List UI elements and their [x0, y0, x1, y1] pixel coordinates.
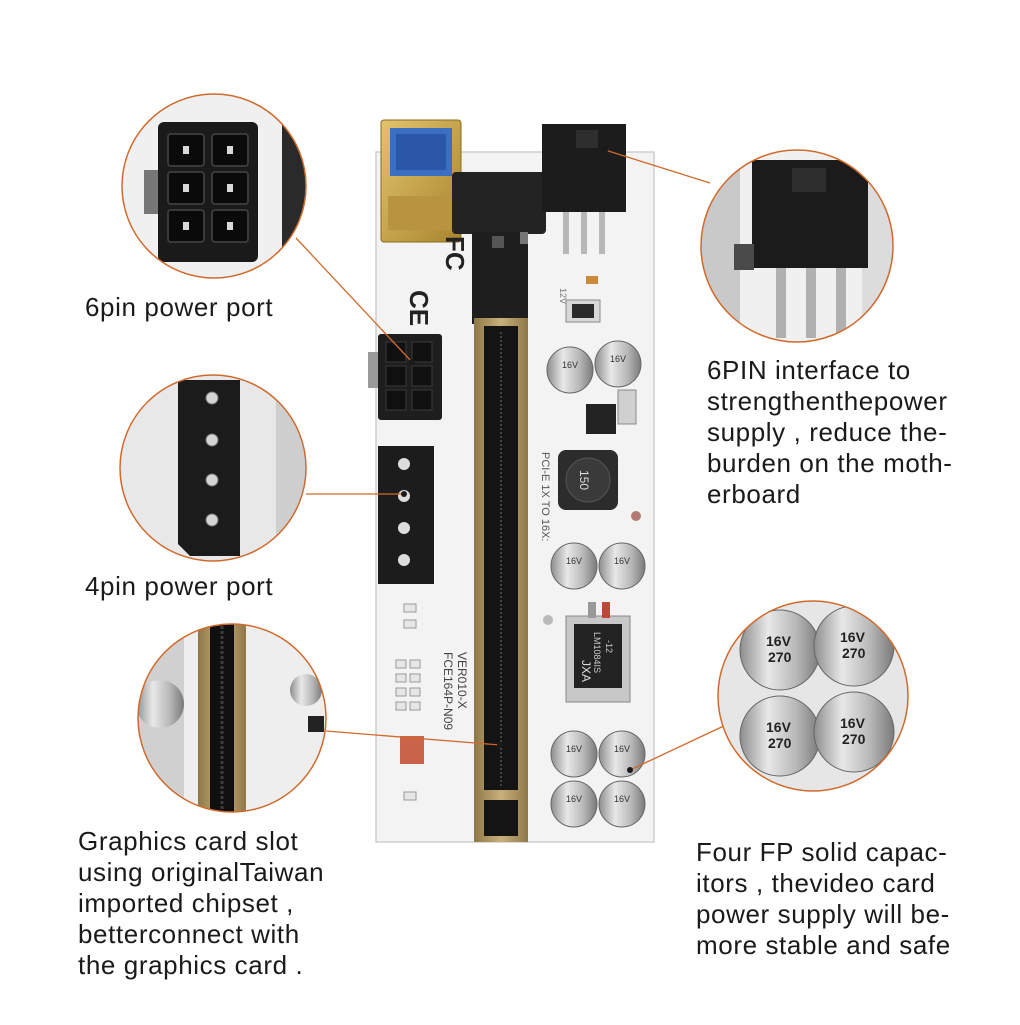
zoom-6pin-power-port	[121, 93, 307, 279]
caption-6pin-power-port: 6pin power port	[85, 292, 274, 322]
caption-6pin-interface: 6PIN interface to strengthenthepower sup…	[707, 355, 953, 509]
chipset	[400, 736, 424, 764]
pcie-latch	[452, 172, 546, 324]
svg-text:270: 270	[768, 649, 792, 665]
fc-mark: FC	[440, 236, 470, 271]
svg-text:16V: 16V	[614, 556, 630, 566]
svg-text:-12: -12	[604, 640, 614, 653]
svg-text:16V: 16V	[840, 715, 866, 731]
caption-graphics-card-slot: Graphics card slot using originalTaiwan …	[78, 826, 325, 980]
svg-text:16V: 16V	[566, 794, 582, 804]
pcie-marking: PCI-E 1X TO 16X:	[539, 452, 551, 541]
svg-text:16V: 16V	[566, 744, 582, 754]
svg-text:16V: 16V	[562, 360, 578, 370]
board-6pin-connector: 12V	[542, 124, 626, 304]
zoom-capacitors: 16V 16V 16V 16V 270 270 270 270	[717, 600, 909, 792]
model-marking: FCE164P-N09	[441, 652, 455, 730]
usb-port	[380, 119, 462, 243]
svg-text:270: 270	[842, 645, 866, 661]
svg-text:16V: 16V	[614, 794, 630, 804]
svg-text:270: 270	[768, 735, 792, 751]
version-marking: VER010-X	[455, 652, 469, 709]
board-6pin-power-port	[378, 334, 442, 420]
board-12v-label: 12V	[558, 288, 568, 304]
svg-text:270: 270	[842, 731, 866, 747]
zoom-graphics-card-slot	[137, 623, 327, 813]
svg-text:LM1084IS: LM1084IS	[592, 632, 602, 673]
board-4pin-power-port	[378, 446, 434, 584]
svg-text:16V: 16V	[766, 719, 792, 735]
callout-lines	[295, 149, 729, 771]
pcie-x16-slot	[474, 318, 528, 842]
svg-text:16V: 16V	[614, 744, 630, 754]
caption-capacitors: Four FP solid capac- itors , thevideo ca…	[696, 837, 951, 960]
voltage-regulator: LM1084IS -12 JXA	[565, 602, 631, 703]
svg-text:150: 150	[577, 470, 591, 490]
zoom-4pin-power-port	[119, 374, 307, 562]
inductor: 150	[558, 450, 618, 510]
svg-text:16V: 16V	[566, 556, 582, 566]
svg-text:16V: 16V	[610, 354, 626, 364]
ce-mark: CE	[404, 290, 434, 326]
zoom-6pin-interface	[700, 149, 894, 343]
caption-4pin-power-port: 4pin power port	[85, 571, 274, 601]
riser-board: 12V CE FC	[368, 119, 655, 843]
svg-text:16V: 16V	[766, 633, 792, 649]
svg-text:16V: 16V	[840, 629, 866, 645]
svg-text:JXA: JXA	[579, 660, 593, 682]
board-capacitors: 16V 16V 16V 16V 16V 16V 16V 16V	[546, 340, 646, 828]
